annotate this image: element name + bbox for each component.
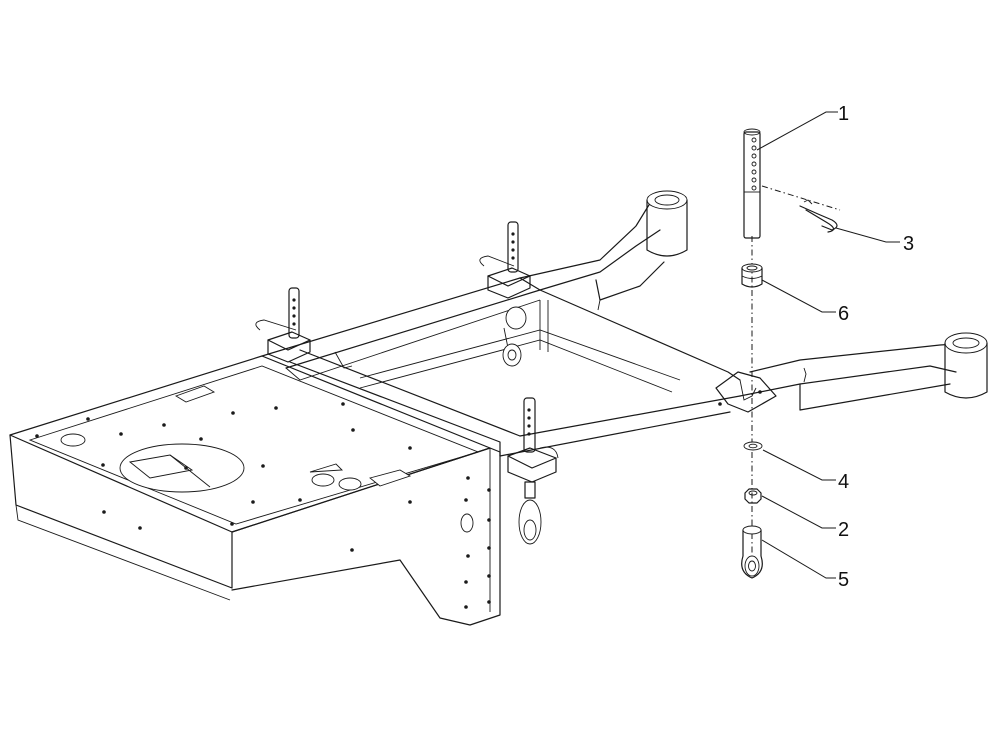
installed-pin-left (255, 287, 311, 363)
callout-4: 4 (838, 471, 849, 493)
part-bushing (741, 263, 763, 288)
callout-6: 6 (838, 303, 849, 325)
part-height-pin (743, 128, 761, 239)
leader-lines (756, 111, 900, 579)
installed-pin-center (479, 221, 531, 299)
part-washer (743, 441, 763, 451)
callout-2: 2 (838, 519, 849, 541)
callout-3: 3 (903, 233, 914, 255)
installed-pin-front (507, 397, 559, 545)
part-hairpin-clip (799, 199, 838, 233)
callout-5: 5 (838, 569, 849, 591)
part-eye-bolt (741, 525, 763, 579)
callout-1: 1 (838, 103, 849, 125)
frame-rails (261, 190, 988, 457)
part-nut (744, 488, 762, 504)
deck-plate (9, 355, 501, 626)
